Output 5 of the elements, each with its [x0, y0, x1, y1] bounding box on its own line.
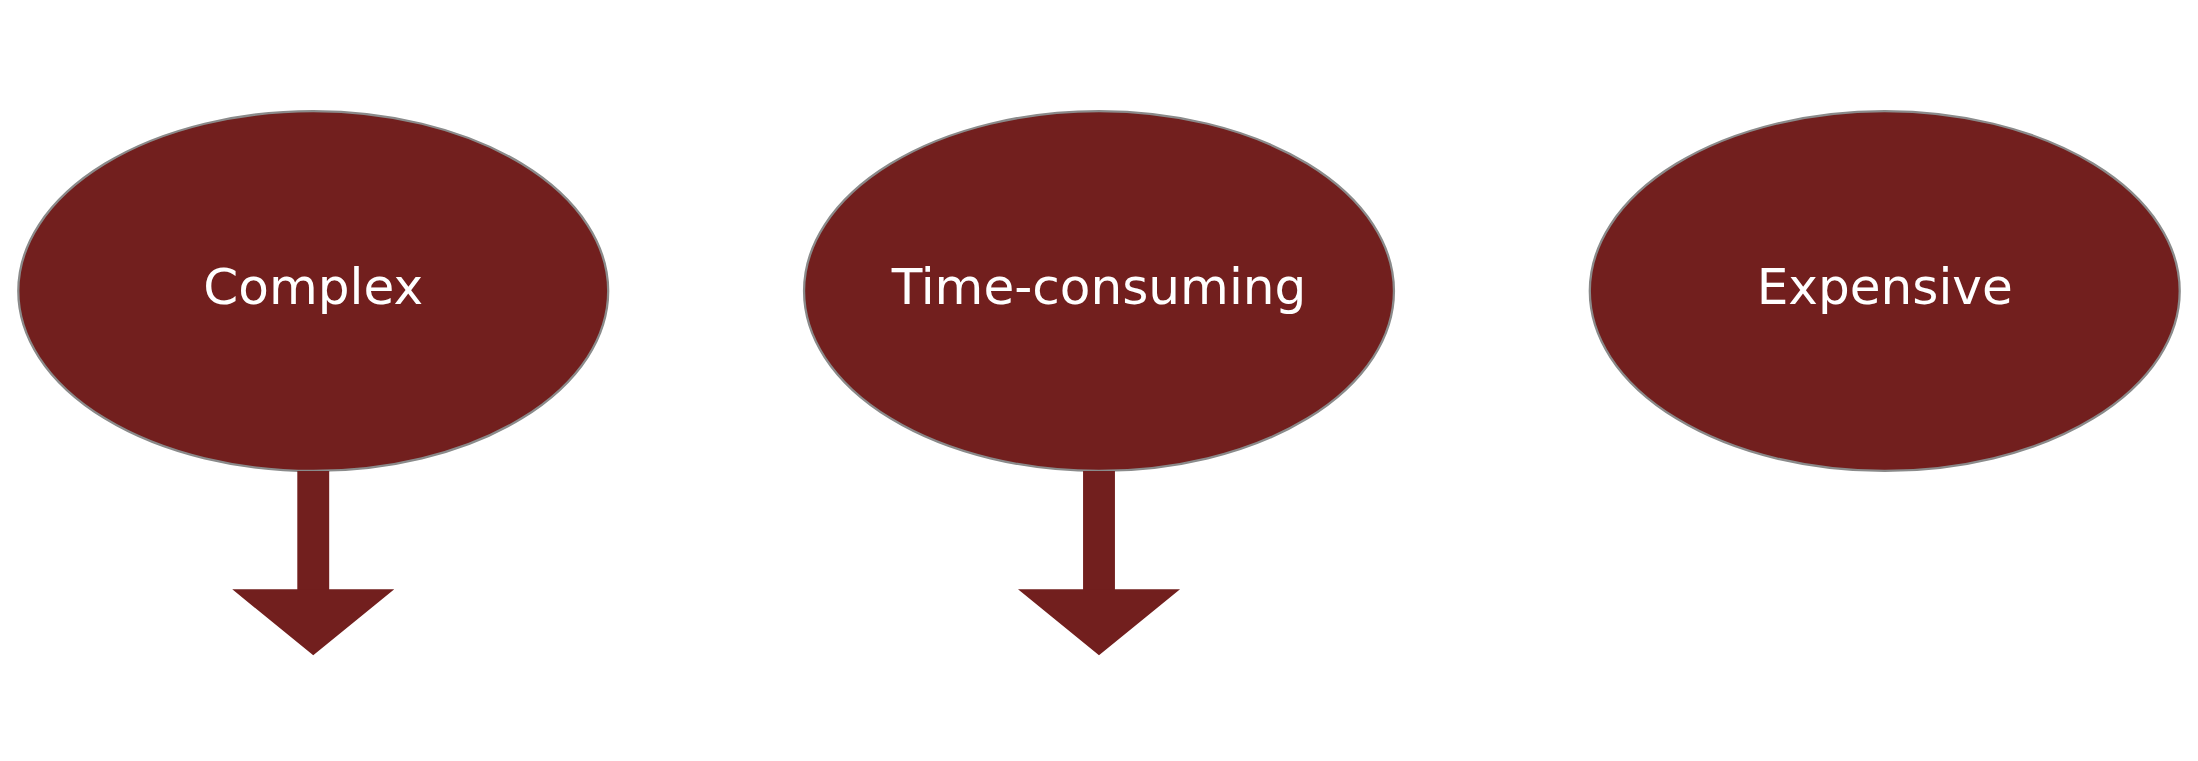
- arrow: [232, 470, 395, 655]
- node-ellipse: Time-consuming: [802, 109, 1396, 472]
- node-ellipse: Complex: [17, 109, 610, 472]
- node-ellipse: Expensive: [1588, 109, 2181, 472]
- arrow: [1018, 470, 1181, 655]
